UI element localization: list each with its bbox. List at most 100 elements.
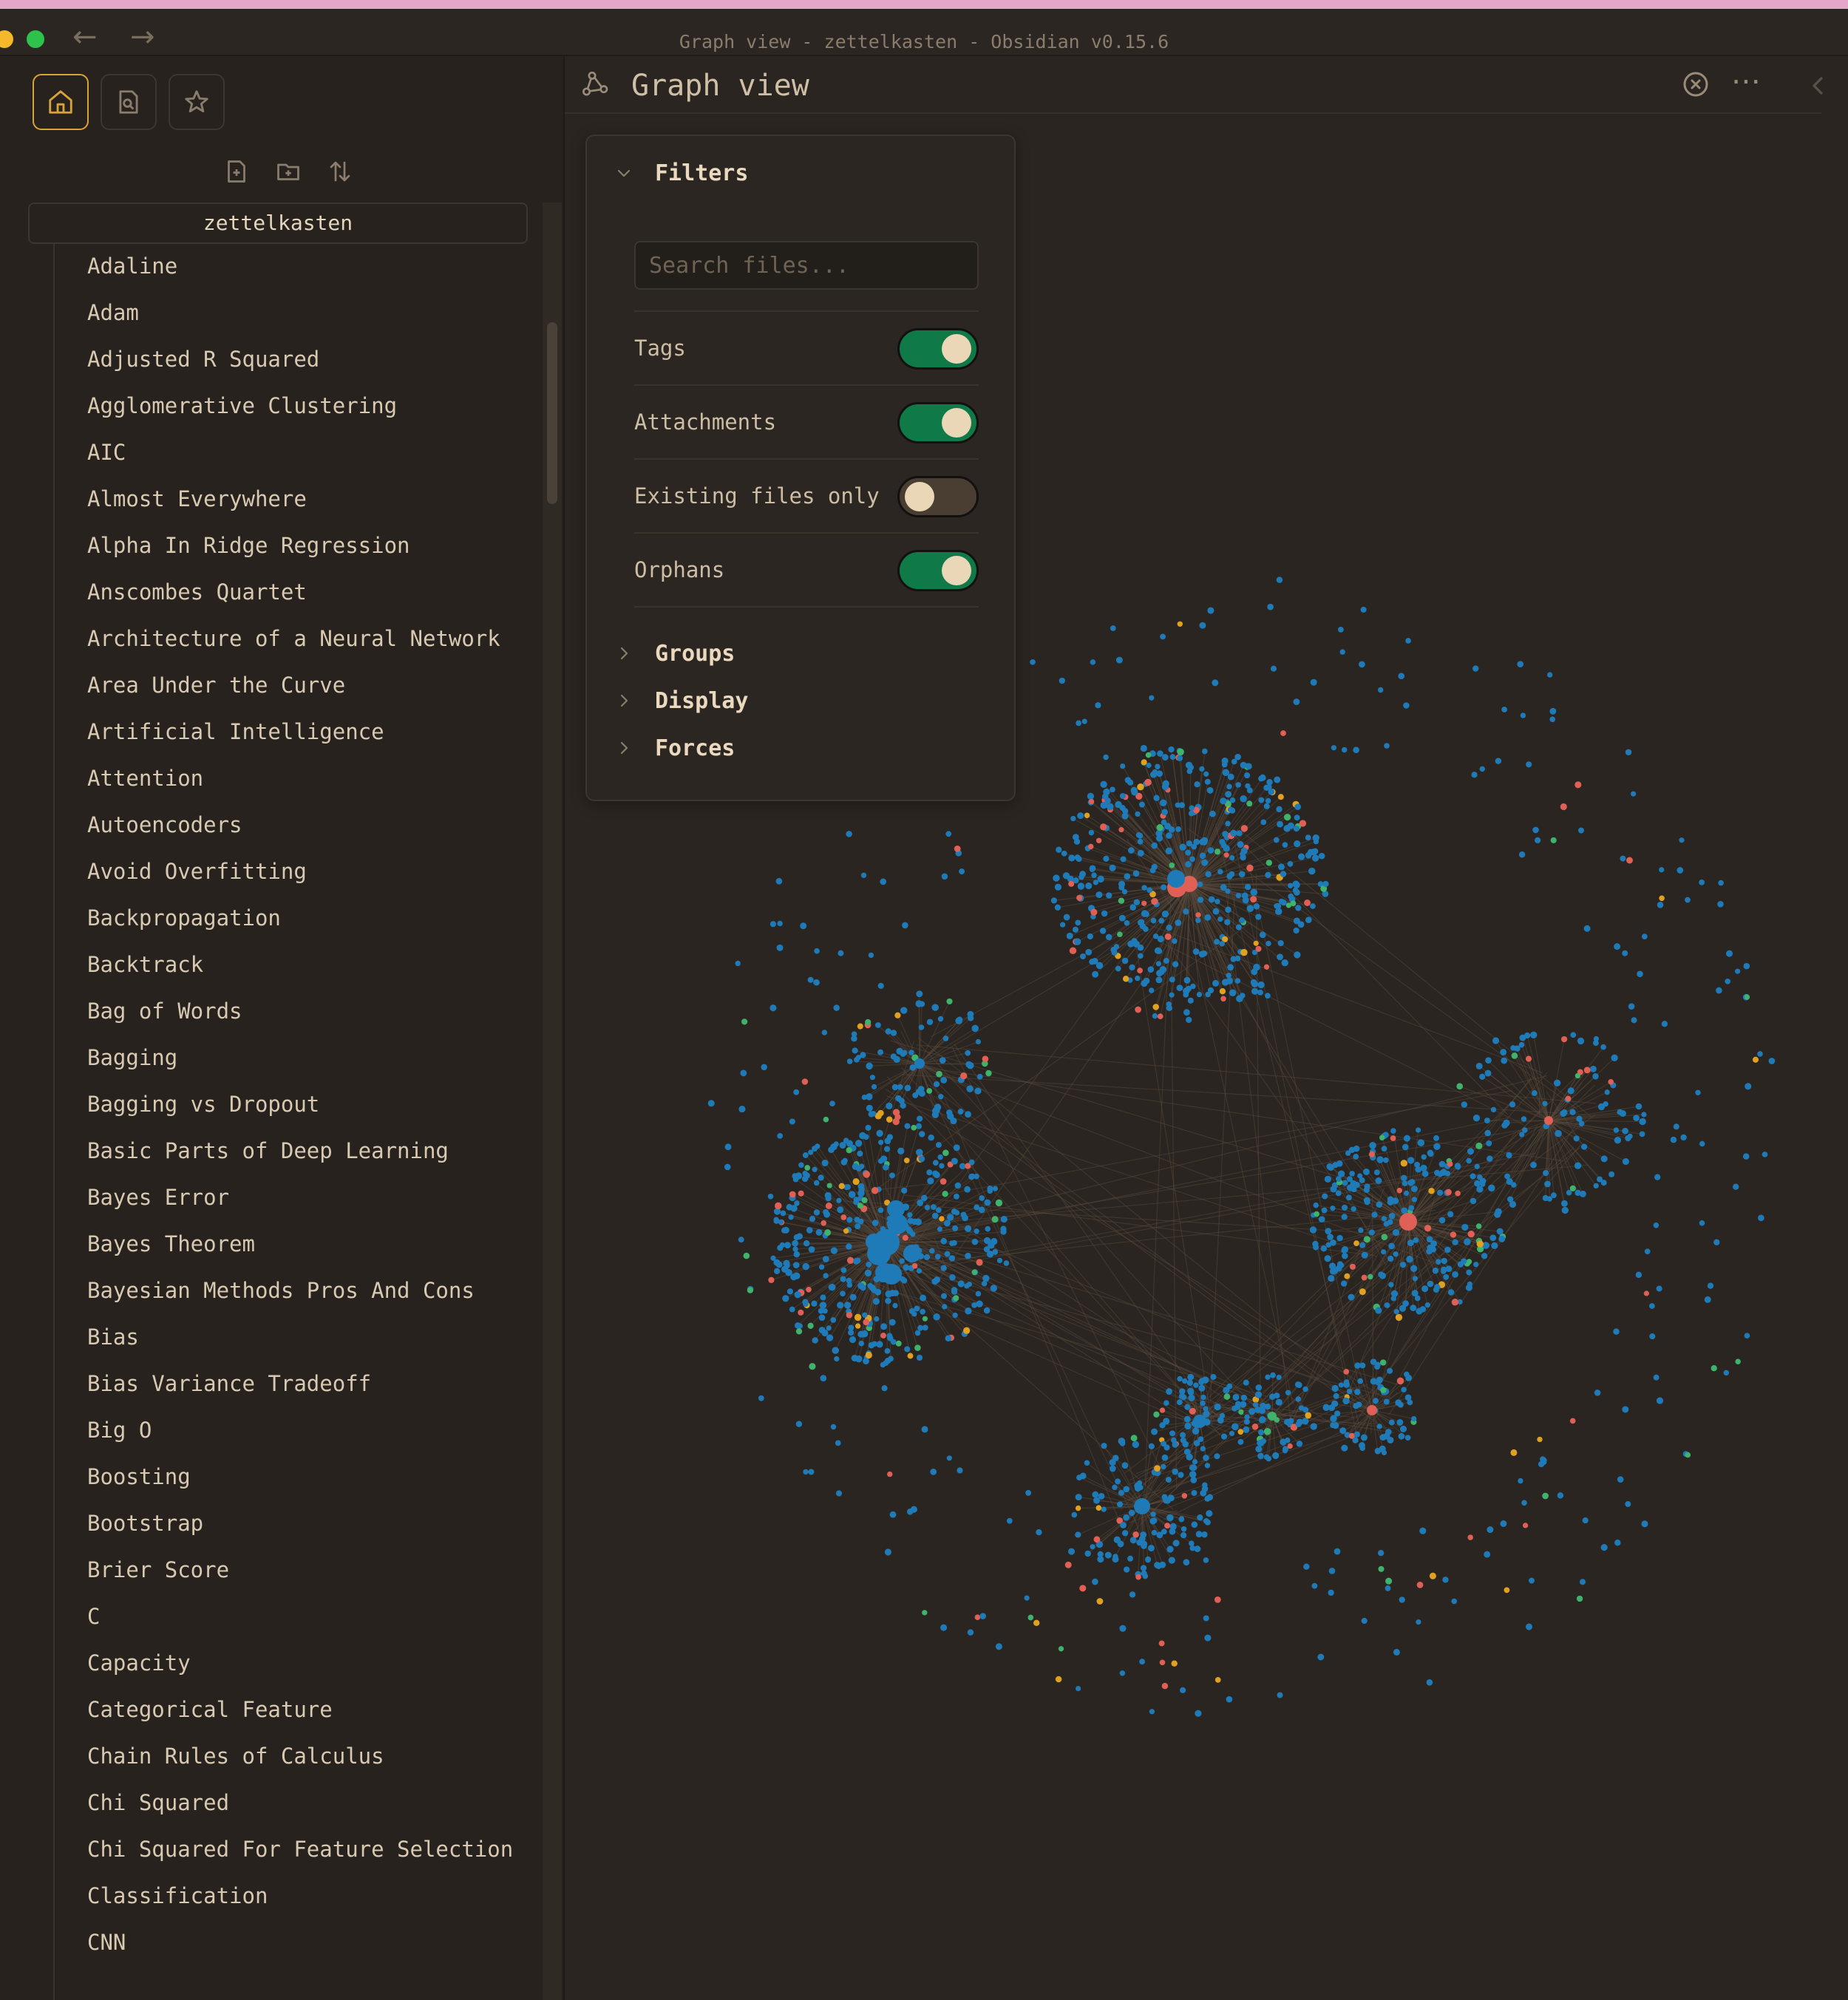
graph-node[interactable] [1151,897,1158,905]
graph-node[interactable] [920,1308,925,1315]
graph-node[interactable] [942,1304,948,1310]
graph-node[interactable] [1121,1530,1129,1537]
graph-node[interactable] [1240,854,1246,861]
graph-node[interactable] [1206,786,1214,794]
graph-node[interactable] [1276,576,1283,583]
graph-node[interactable] [1567,1087,1574,1095]
graph-node[interactable] [1361,1274,1368,1281]
graph-node[interactable] [1408,1205,1415,1211]
graph-node[interactable] [1342,1397,1350,1405]
graph-node[interactable] [828,1146,835,1153]
graph-node[interactable] [965,1307,972,1315]
graph-node[interactable] [1244,772,1251,779]
graph-node[interactable] [838,950,844,956]
graph-node[interactable] [975,1038,982,1045]
graph-node[interactable] [974,1204,980,1211]
graph-node[interactable] [1172,1540,1180,1547]
graph-node[interactable] [1135,975,1141,982]
graph-node[interactable] [939,1216,945,1222]
graph-node[interactable] [1177,621,1183,627]
new-folder-button[interactable] [274,155,303,188]
graph-node[interactable] [798,1162,804,1169]
graph-node[interactable] [1393,1648,1400,1656]
graph-node[interactable] [1325,1242,1331,1248]
graph-node[interactable] [1095,1540,1104,1548]
graph-node[interactable] [995,1199,1003,1207]
graph-node[interactable] [780,1210,787,1217]
graph-node[interactable] [1183,976,1191,984]
graph-node[interactable] [1200,1400,1206,1407]
graph-node[interactable] [966,1061,974,1069]
graph-node[interactable] [1447,1161,1453,1167]
graph-node[interactable] [1657,902,1664,908]
graph-node[interactable] [1381,1146,1387,1152]
graph-node[interactable] [1240,847,1248,855]
graph-node[interactable] [1473,1262,1479,1268]
graph-node[interactable] [824,1229,832,1237]
graph-node[interactable] [1194,781,1200,788]
graph-node[interactable] [1407,1399,1413,1406]
graph-node[interactable] [900,1102,906,1109]
graph-node[interactable] [855,1223,861,1230]
graph-node[interactable] [1163,1400,1169,1407]
graph-node[interactable] [1064,1561,1072,1568]
graph-node[interactable] [1659,895,1665,902]
graph-node[interactable] [1455,1190,1461,1197]
file-item[interactable]: Bagging [87,1045,178,1070]
graph-node[interactable] [1195,1531,1203,1538]
graph-node[interactable] [1768,1058,1776,1064]
graph-node[interactable] [1225,791,1232,798]
graph-node[interactable] [1277,794,1284,800]
graph-node[interactable] [1141,1542,1147,1549]
graph-node[interactable] [802,1152,809,1158]
graph-node[interactable] [813,1209,821,1216]
graph-node[interactable] [1566,1189,1572,1196]
graph-node[interactable] [1135,1006,1141,1013]
graph-node[interactable] [1349,1263,1356,1270]
graph-node[interactable] [1155,961,1162,967]
graph-node[interactable] [1288,1418,1294,1424]
graph-node[interactable] [889,1511,897,1518]
graph-node[interactable] [866,1062,873,1070]
graph-node[interactable] [1263,803,1270,809]
graph-node[interactable] [1280,730,1286,736]
graph-node[interactable] [931,1212,939,1220]
graph-node[interactable] [1476,1240,1484,1248]
graph-node[interactable] [1252,1401,1259,1408]
graph-node[interactable] [1474,1180,1481,1187]
graph-node[interactable] [1560,803,1567,811]
graph-node[interactable] [1277,1692,1283,1698]
graph-node[interactable] [1464,1238,1471,1245]
graph-node[interactable] [1142,926,1149,932]
graph-node[interactable] [1569,1185,1576,1191]
graph-node[interactable] [1090,908,1098,916]
graph-node[interactable] [884,1200,891,1206]
graph-node[interactable] [1420,1164,1427,1171]
graph-node[interactable] [965,1050,971,1056]
graph-node[interactable] [1275,1398,1283,1406]
graph-node[interactable] [1472,1115,1481,1122]
graph-node[interactable] [939,1057,946,1064]
graph-node[interactable] [1081,718,1087,724]
graph-node[interactable] [1148,1443,1155,1450]
graph-node[interactable] [1193,1415,1206,1428]
graph-node[interactable] [1484,1118,1490,1124]
graph-node[interactable] [1368,1151,1375,1157]
graph-node[interactable] [1257,989,1263,996]
graph-node[interactable] [1240,1401,1247,1408]
graph-node[interactable] [1212,908,1220,915]
graph-node[interactable] [1253,903,1260,910]
graph-node[interactable] [1345,1194,1352,1201]
graph-node[interactable] [1626,857,1633,864]
graph-node[interactable] [1177,755,1183,761]
graph-node[interactable] [1456,1083,1464,1090]
graph-node[interactable] [874,1022,881,1028]
graph-node[interactable] [1147,1545,1155,1552]
graph-node[interactable] [971,1302,977,1308]
graph-node[interactable] [1194,1545,1201,1553]
graph-node[interactable] [821,1220,827,1226]
graph-node[interactable] [1451,1598,1458,1605]
graph-node[interactable] [1521,1127,1528,1133]
graph-node[interactable] [1103,855,1110,862]
graph-node[interactable] [865,1124,872,1131]
